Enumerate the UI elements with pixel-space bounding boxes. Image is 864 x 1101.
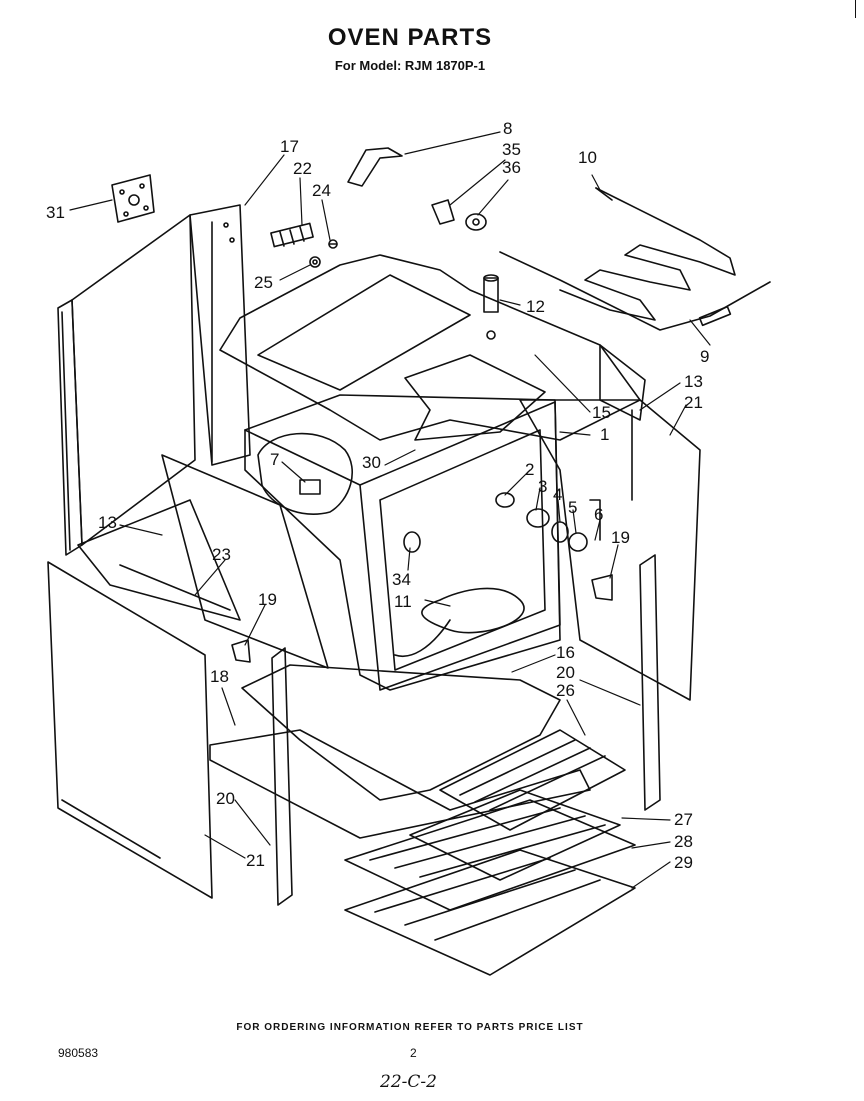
callout: 34 [392,570,411,589]
part-16-bottom-panel [241,664,561,801]
callout: 16 [556,643,575,662]
callout: 28 [674,832,693,851]
part-27-broiler-pan [409,789,621,881]
part-12-thermostat-bulb [483,274,499,340]
part-5-lamp-cover [568,532,588,552]
callout: 20 [556,663,575,682]
ordering-note: FOR ORDERING INFORMATION REFER TO PARTS … [236,1022,584,1033]
callout: 2 [525,460,534,479]
callout: 18 [210,667,229,686]
part-30-baffle [404,354,546,441]
part-31-plate [111,174,155,223]
part-20-right-trim [639,554,661,811]
callout: 25 [254,273,273,292]
callout: 13 [684,372,703,391]
callout: 19 [258,590,277,609]
part-10-broil-element [559,187,736,321]
callout: 29 [674,853,693,872]
callout: 15 [592,403,611,422]
callout: 9 [700,347,709,366]
callout: 3 [538,477,547,496]
part-9-bake-element [499,251,771,331]
leader-lines [69,131,711,889]
part-18-front-panel [47,561,213,899]
callout: 26 [556,681,575,700]
part-34-knob [403,531,421,553]
part-19-left-clip [231,639,251,663]
part-floor-panel [209,729,591,839]
page-edge-mark [855,0,856,18]
part-3-lamp-bulb [526,508,550,528]
page-title: OVEN PARTS [327,24,493,51]
callout: 35 [502,140,521,159]
part-2-lamp-socket [495,492,515,508]
callout: 23 [212,545,231,564]
callout: 13 [98,513,117,532]
callout: 12 [526,297,545,316]
callout-labels: 8 35 36 10 17 22 24 31 25 12 9 13 21 15 … [46,119,709,872]
part-36-socket [465,213,487,231]
callout: 21 [246,851,265,870]
part-13-right-panel [519,399,701,701]
part-29-oven-rack [344,849,636,976]
part-15-vent [599,344,646,421]
part-19-right-clip [591,574,613,601]
part-7-cutaway [257,432,354,515]
callout: 31 [46,203,65,222]
callout: 36 [502,158,521,177]
callout: 27 [674,810,693,829]
part-20-left-trim [271,647,293,906]
callout: 30 [362,453,381,472]
part-22-terminal-block [270,222,314,248]
callout: 4 [553,485,562,504]
callout: 7 [270,450,279,469]
callout: 21 [684,393,703,412]
part-17-channel [189,204,251,466]
part-26-broiler-grid [439,729,626,831]
callout: 1 [600,425,609,444]
callout: 22 [293,159,312,178]
page-number: 2 [410,1046,417,1060]
callout: 19 [611,528,630,547]
part-23-inner-panel [77,454,329,669]
part-1-oven-liner [244,394,561,691]
model-subtitle: For Model: RJM 1870P-1 [334,58,486,73]
callout: 6 [594,505,603,524]
part-13-left-panel [57,214,196,556]
part-24-screw [328,239,338,249]
part-8-bracket [347,147,403,187]
document-code: 980583 [58,1046,99,1060]
part-25-nut [309,256,321,268]
callout: 20 [216,789,235,808]
part-6-clip [589,499,601,541]
part-top-panel [219,254,641,441]
part-35-clip [431,199,455,225]
part-11-wiring [394,587,525,657]
callout: 10 [578,148,597,167]
handwritten-note: 22-C-2 [380,1072,437,1092]
part-28-oven-rack [344,799,636,911]
callout: 8 [503,119,512,138]
callout: 17 [280,137,299,156]
callout: 5 [568,498,577,517]
callout: 24 [312,181,331,200]
callout: 11 [394,592,412,611]
part-4-lamp-ring [551,521,569,543]
